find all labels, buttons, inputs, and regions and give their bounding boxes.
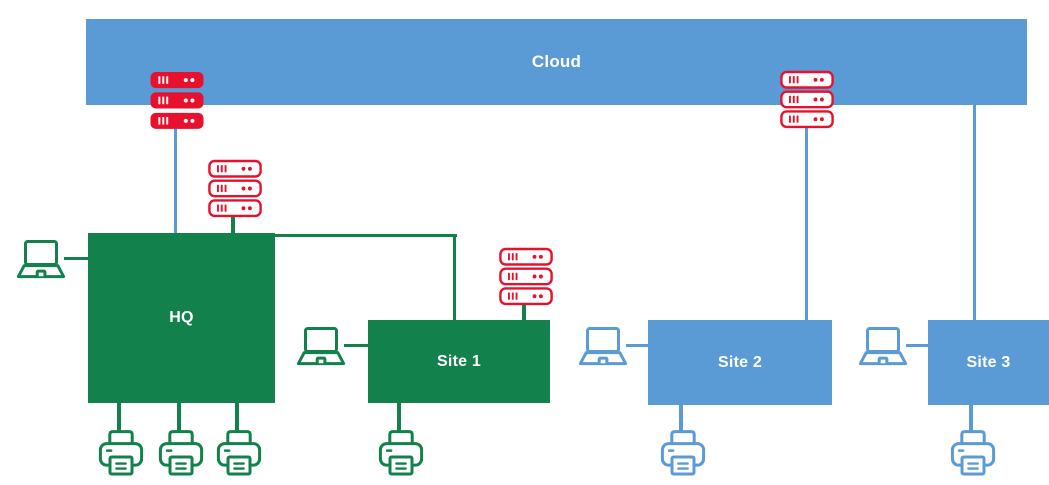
node-label-hq: HQ [169, 309, 194, 326]
printer-hq-1-icon[interactable] [98, 428, 144, 478]
printer-hq-3-icon[interactable] [216, 428, 262, 478]
link-server-hq-to-hq [231, 215, 235, 235]
server-hq-icon[interactable] [208, 159, 262, 218]
laptop-site3-icon[interactable] [858, 325, 910, 370]
link-site2-to-printer-site2 [679, 403, 683, 431]
node-cloud[interactable]: Cloud [86, 19, 1027, 105]
link-site1-to-printer-site1 [397, 401, 401, 431]
node-site1[interactable]: Site 1 [368, 320, 550, 403]
printer-site2-icon[interactable] [660, 428, 706, 478]
link-hq-to-printer-hq-1 [117, 401, 121, 431]
server-cloud-right-icon[interactable] [780, 70, 834, 129]
printer-site1-icon[interactable] [378, 428, 424, 478]
node-label-cloud: Cloud [531, 52, 582, 71]
node-site3[interactable]: Site 3 [928, 320, 1049, 405]
laptop-site2-icon[interactable] [578, 325, 630, 370]
link-hq-to-printer-hq-3 [235, 401, 239, 431]
link-server-cloud-left-to-hq [173, 126, 177, 236]
link-laptop-site3-to-site3 [906, 343, 930, 347]
server-cloud-left-icon[interactable] [148, 71, 206, 130]
link-laptop-site1-to-site1 [344, 343, 370, 347]
laptop-hq-icon[interactable] [16, 238, 68, 283]
node-site2[interactable]: Site 2 [648, 320, 832, 405]
link-site3-to-printer-site3 [969, 403, 973, 431]
link-cloud-to-site3 [972, 104, 976, 322]
printer-site3-icon[interactable] [950, 428, 996, 478]
link-hq-to-printer-hq-2 [177, 401, 181, 431]
link-laptop-hq-to-hq [64, 256, 90, 260]
server-site1-icon[interactable] [499, 247, 553, 306]
link-hq-to-site1 [452, 235, 456, 322]
link-server-cloud-right-to-site2 [804, 126, 808, 322]
link-server-site1-to-site1 [522, 303, 526, 323]
laptop-site1-icon[interactable] [296, 325, 348, 370]
link-laptop-site2-to-site2 [626, 343, 650, 347]
link-hq-to-site1 [273, 233, 457, 237]
node-label-site3: Site 3 [966, 353, 1011, 371]
node-label-site1: Site 1 [437, 352, 481, 370]
node-label-site2: Site 2 [718, 353, 762, 371]
node-hq[interactable]: HQ [88, 233, 275, 403]
printer-hq-2-icon[interactable] [158, 428, 204, 478]
